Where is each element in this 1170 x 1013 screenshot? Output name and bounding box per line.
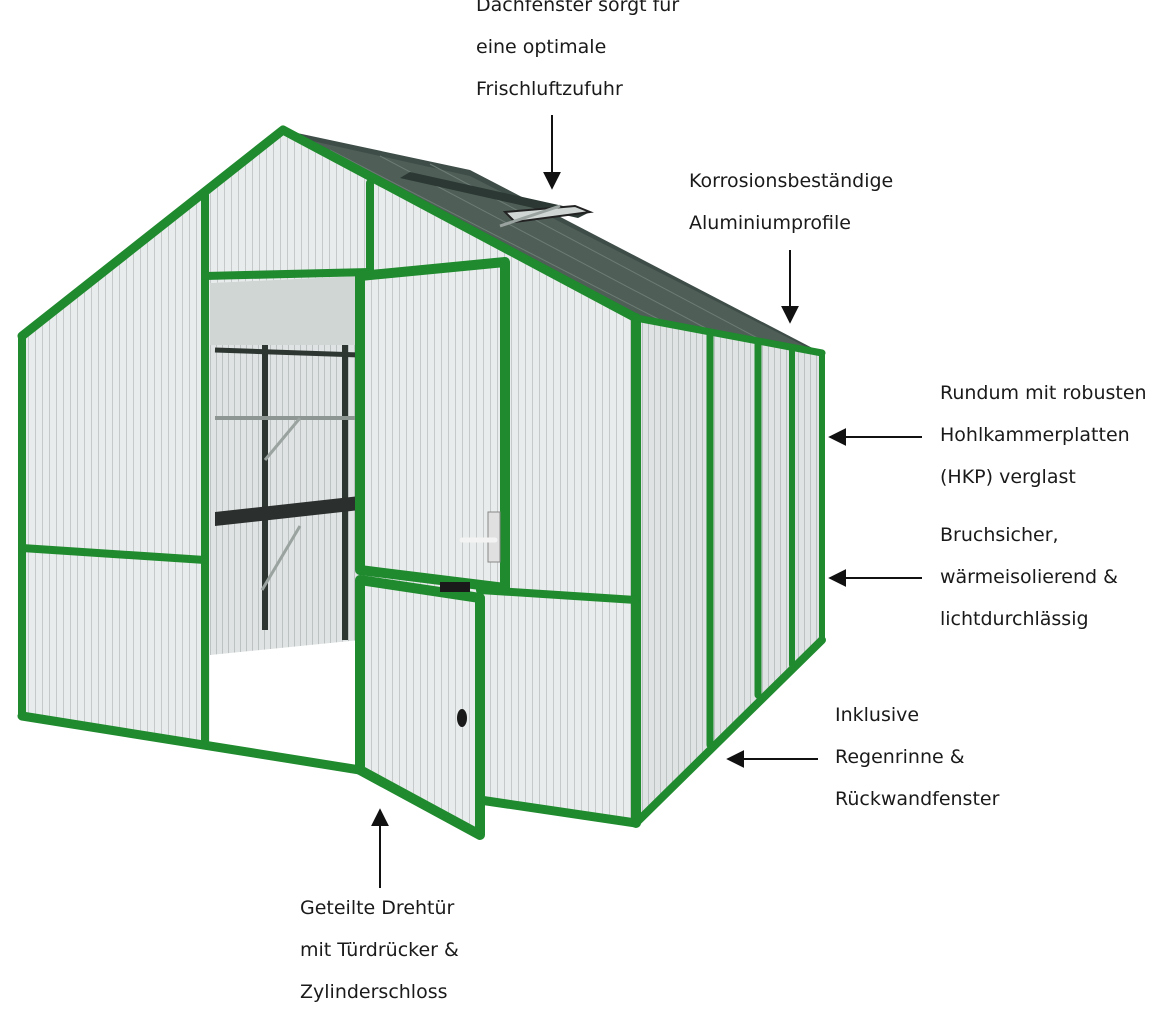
callout-line: Aluminiumprofile [689,212,851,234]
interior [210,276,361,770]
callout-line: Regenrinne & [835,746,965,768]
callout-line: Geteilte Drehtür [300,897,455,919]
side-wall [636,318,822,823]
callout-line: wärmeisolierend & [940,566,1118,588]
door-upper [355,257,510,593]
callout-line: Rundum mit robusten [940,382,1147,404]
callout-aluminium: Korrosionsbeständige Aluminiumprofile [689,160,893,244]
callout-line: Bruchsicher, [940,524,1059,546]
callout-line: eine optimale [476,36,607,58]
callout-line: Rückwandfenster [835,788,1000,810]
frame [17,125,826,828]
callout-line: lichtdurchlässig [940,608,1089,630]
callout-line: Dachfenster sorgt für [476,0,680,16]
callout-roof-window: Dachfenster sorgt für eine optimale Fris… [476,0,679,110]
callout-line: Hohlkammerplatten [940,424,1130,446]
door-lower [355,575,485,840]
callout-line: Inklusive [835,704,920,726]
callout-panels: Rundum mit robusten Hohlkammerplatten (H… [940,372,1147,498]
roof-window [400,172,594,228]
callout-door: Geteilte Drehtür mit Türdrücker & Zylind… [300,887,459,1013]
callout-properties: Bruchsicher, wärmeisolierend & lichtdurc… [940,514,1118,640]
callout-gutter: Inklusive Regenrinne & Rückwandfenster [835,694,999,820]
callout-line: (HKP) verglast [940,466,1076,488]
callout-line: mit Türdrücker & [300,939,459,961]
callout-line: Korrosionsbeständige [689,170,894,192]
callout-arrows [371,115,922,888]
callout-line: Zylinderschloss [300,981,448,1003]
callout-line: Frischluftzufuhr [476,78,623,100]
